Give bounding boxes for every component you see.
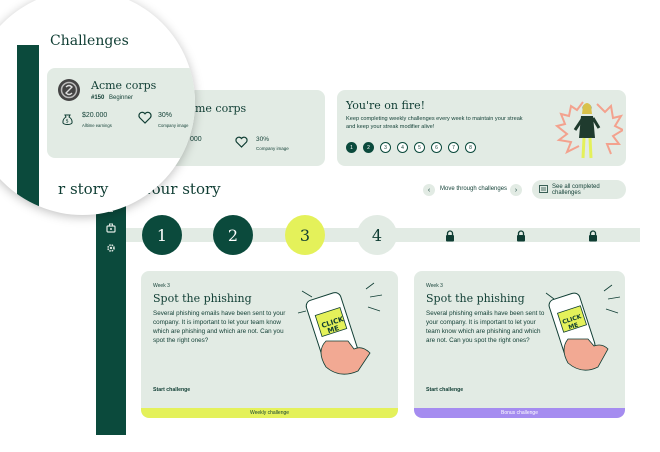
challenge-title: Spot the phishing xyxy=(426,292,525,305)
story-step-label: 2 xyxy=(227,225,239,245)
profile-rank: #150 xyxy=(91,95,105,101)
company-image-label: Company image xyxy=(256,146,289,151)
streak-card: You're on fire! Keep completing weekly c… xyxy=(337,90,626,166)
challenge-card-bonus[interactable]: Week 3 Spot the phishing Several phishin… xyxy=(414,271,625,418)
profile-level: Beginner xyxy=(109,95,134,101)
challenge-card-weekly[interactable]: Week 3 Spot the phishing Several phishin… xyxy=(141,271,398,418)
earnings-partial: 000 xyxy=(190,136,202,143)
streak-step-3: 3 xyxy=(380,142,391,153)
phone-hand-illustration: CLICK ME xyxy=(542,283,622,383)
see-all-completed-button[interactable]: See all completed challenges xyxy=(532,180,626,199)
streak-step-4: 4 xyxy=(397,142,408,153)
chevron-right-icon: › xyxy=(514,186,518,194)
money-bag-icon: $ xyxy=(62,112,73,130)
heart-icon xyxy=(235,135,248,153)
story-step-label: 4 xyxy=(371,225,383,245)
story-step-4[interactable]: 4 xyxy=(357,215,397,255)
page-title: Challenges xyxy=(50,33,129,49)
gear-icon[interactable] xyxy=(105,242,117,254)
magnified-sidebar xyxy=(17,45,39,215)
list-icon xyxy=(539,184,548,195)
challenge-banner: Bonus challenge xyxy=(414,408,625,418)
next-button[interactable]: › xyxy=(510,184,522,196)
story-step-label: 1 xyxy=(156,225,168,245)
story-step-2[interactable]: 2 xyxy=(213,215,253,255)
briefcase-icon[interactable] xyxy=(105,222,117,234)
svg-text:$: $ xyxy=(66,119,69,125)
company-image-label: Company image xyxy=(158,123,189,128)
challenge-title: Spot the phishing xyxy=(153,292,252,305)
sidebar xyxy=(96,185,126,435)
profile-name-partial: me corps xyxy=(195,102,247,115)
start-challenge-link[interactable]: Start challenge xyxy=(426,387,464,393)
see-all-label: See all completed challenges xyxy=(552,183,600,196)
story-step-label: 3 xyxy=(299,225,311,245)
challenge-week: Week 3 xyxy=(426,283,443,289)
streak-step-2: 2 xyxy=(363,142,374,153)
challenge-description: Several phishing emails have been sent t… xyxy=(426,310,545,344)
lock-icon xyxy=(516,229,526,242)
story-step-3[interactable]: 3 xyxy=(285,215,325,255)
phone-hand-illustration: CLICK ME xyxy=(296,281,386,386)
challenge-description: Several phishing emails have been sent t… xyxy=(153,310,286,344)
lock-icon xyxy=(588,229,598,242)
previous-button[interactable]: ‹ xyxy=(423,184,435,196)
move-challenges-label: Move through challenges xyxy=(440,186,508,192)
earnings-label: Alltime earnings xyxy=(82,123,112,128)
magnified-profile-card: Acme corps #150 Beginner $ $20.000 Allti… xyxy=(47,68,195,158)
streak-step-1: 1 xyxy=(346,142,357,153)
challenge-banner: Weekly challenge xyxy=(141,408,398,418)
sign-text-2: ME xyxy=(327,324,341,335)
company-image-value: 30% xyxy=(256,136,270,143)
streak-body: Keep completing weekly challenges every … xyxy=(346,116,523,130)
profile-name: Acme corps xyxy=(91,79,157,92)
company-image-value: 30% xyxy=(158,112,173,119)
heart-icon xyxy=(138,111,152,129)
your-story-partial: r story xyxy=(58,180,109,198)
streak-step-8: 8 xyxy=(465,142,476,153)
streak-step-5: 5 xyxy=(414,142,425,153)
start-challenge-link[interactable]: Start challenge xyxy=(153,387,191,393)
lock-icon xyxy=(445,229,455,242)
magnifier-overlay: Challenges r story Acme corps #150 Begin… xyxy=(0,0,195,215)
avatar xyxy=(57,78,81,107)
your-story-title: Your story xyxy=(143,180,221,198)
sign-text-2: ME xyxy=(568,322,580,332)
streak-step-6: 6 xyxy=(431,142,442,153)
story-step-1[interactable]: 1 xyxy=(142,215,182,255)
streak-title: You're on fire! xyxy=(346,99,426,112)
challenge-week: Week 3 xyxy=(153,283,170,289)
woman-illustration xyxy=(553,94,626,169)
chevron-left-icon: ‹ xyxy=(427,186,431,194)
earnings-value: $20.000 xyxy=(82,112,108,119)
streak-step-7: 7 xyxy=(448,142,459,153)
